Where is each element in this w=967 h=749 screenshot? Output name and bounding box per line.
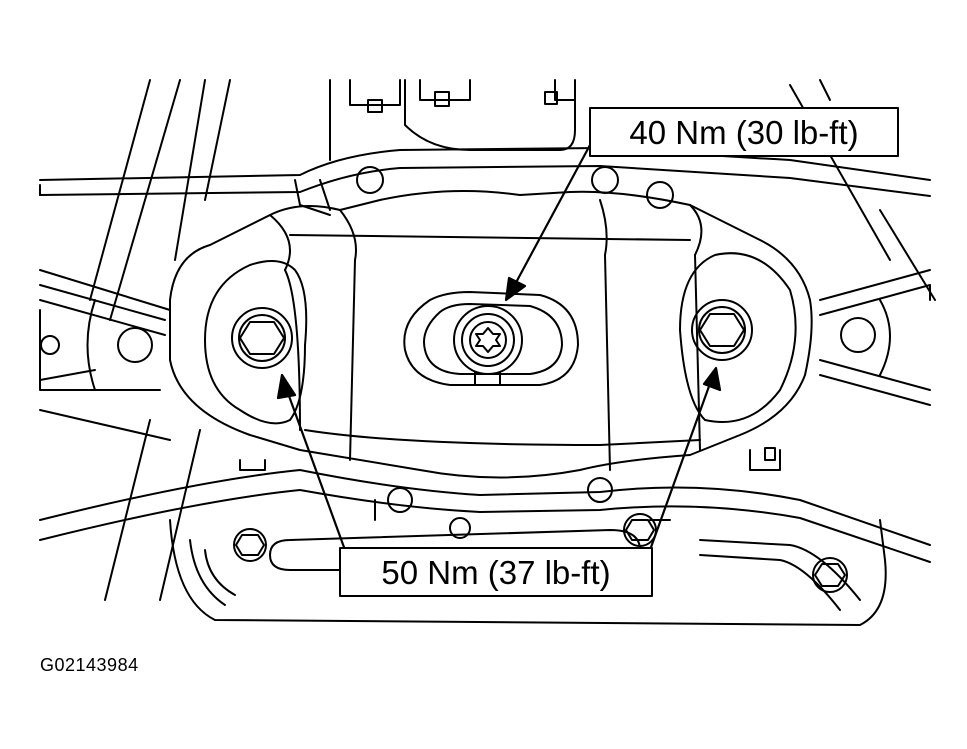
callout-arrows	[276, 143, 722, 552]
mount-body	[169, 190, 813, 479]
background-structure	[39, 79, 936, 601]
center-torx-bolt	[453, 305, 523, 386]
callout-side-bolts: 50 Nm (37 lb-ft)	[339, 547, 653, 597]
arrowhead-right	[702, 366, 722, 392]
right-bolt	[691, 299, 753, 361]
center-slot	[403, 291, 579, 386]
arrow-to-right-bolt	[648, 376, 714, 552]
arrowhead-left	[276, 373, 297, 400]
right-bolt-pad	[679, 252, 797, 423]
left-bolt	[231, 307, 293, 369]
upper-crossmember	[39, 147, 931, 216]
lower-crossmember	[39, 447, 931, 563]
left-bolt-pad	[204, 260, 308, 425]
figure-id: G02143984	[40, 655, 139, 675]
arrowhead-center	[504, 276, 527, 302]
callout-center-bolt: 40 Nm (30 lb-ft)	[589, 107, 899, 157]
arrow-to-left-bolt	[283, 383, 347, 552]
right-arm	[819, 269, 931, 406]
center-bolt-torque-label: 40 Nm (30 lb-ft)	[629, 114, 858, 151]
upper-bracket	[349, 79, 576, 151]
left-arm	[39, 269, 171, 441]
arrow-to-center-bolt	[510, 143, 592, 292]
side-bolts-torque-label: 50 Nm (37 lb-ft)	[381, 554, 610, 591]
